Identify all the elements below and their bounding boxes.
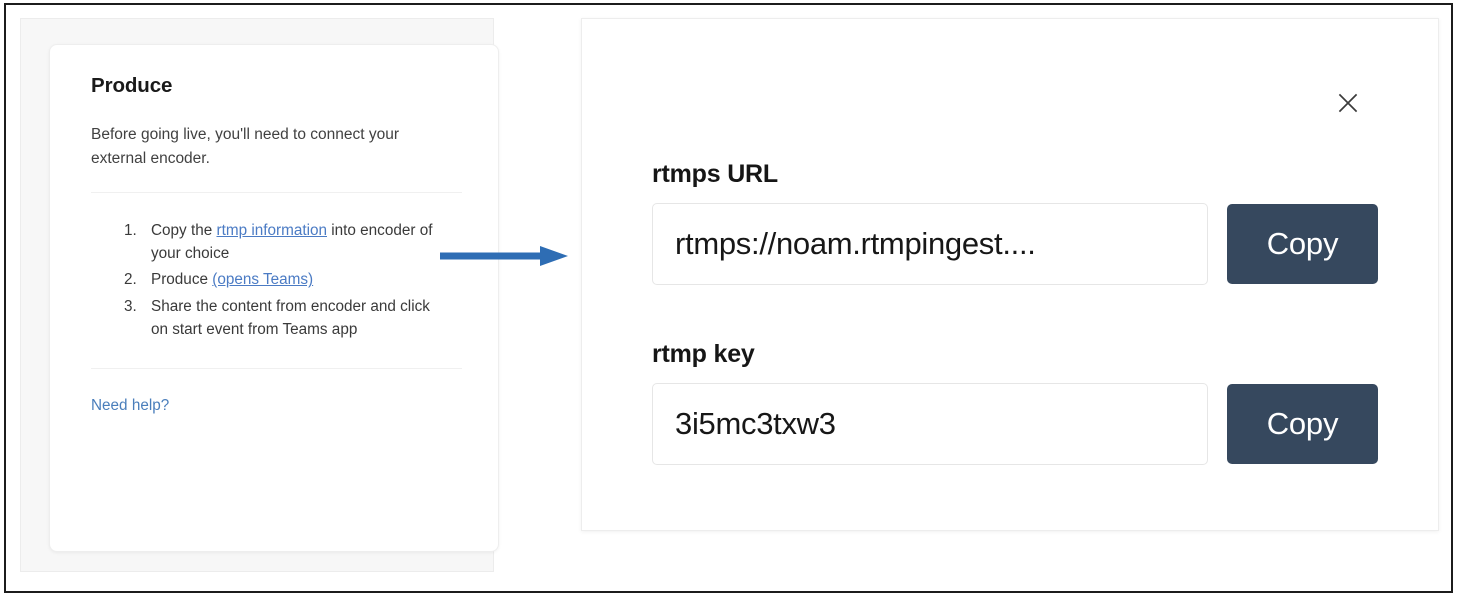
step-3-text: Share the content from encoder and click… — [151, 297, 430, 339]
need-help-link[interactable]: Need help? — [91, 396, 170, 414]
card-description: Before going live, you'll need to connec… — [91, 125, 399, 167]
copy-rtmps-url-button[interactable]: Copy — [1227, 204, 1378, 284]
step-1-suffix: into encoder of your choice — [151, 221, 433, 262]
rtmp-information-link[interactable]: rtmp information — [216, 221, 327, 239]
list-item: Share the content from encoder and click… — [91, 295, 451, 342]
steps-list: Copy the rtmp information into encoder o… — [91, 219, 460, 342]
produce-card-content: Produce Before going live, you'll need t… — [91, 74, 462, 415]
copy-rtmp-key-button[interactable]: Copy — [1227, 384, 1378, 464]
produce-card: Produce Before going live, you'll need t… — [49, 44, 499, 552]
rtmps-url-row: rtmps://noam.rtmpingest.... Copy — [652, 203, 1378, 285]
rtmp-key-label: rtmp key — [652, 340, 755, 368]
rtmp-key-input[interactable]: 3i5mc3txw3 — [652, 383, 1208, 465]
divider-bottom — [91, 367, 462, 369]
rtmp-key-field-group: rtmp key 3i5mc3txw3 Copy — [652, 339, 1378, 465]
list-item: Copy the rtmp information into encoder o… — [91, 219, 451, 266]
close-icon[interactable] — [1330, 85, 1366, 121]
page-title: Produce — [91, 74, 173, 97]
rtmp-key-row: 3i5mc3txw3 Copy — [652, 383, 1378, 465]
divider-top — [91, 191, 462, 193]
rtmp-settings-panel: rtmps URL rtmps://noam.rtmpingest.... Co… — [581, 18, 1439, 531]
arrow-pointing-right-icon — [440, 245, 568, 267]
page-frame: Produce Before going live, you'll need t… — [4, 3, 1453, 593]
rtmps-url-label: rtmps URL — [652, 160, 778, 188]
rtmps-url-input[interactable]: rtmps://noam.rtmpingest.... — [652, 203, 1208, 285]
list-item: Produce (opens Teams) — [91, 268, 451, 292]
step-1-prefix: Copy the — [151, 221, 217, 239]
left-panel-shell: Produce Before going live, you'll need t… — [20, 18, 499, 572]
rtmps-url-field-group: rtmps URL rtmps://noam.rtmpingest.... Co… — [652, 159, 1378, 285]
opens-teams-link[interactable]: (opens Teams) — [212, 271, 314, 289]
steps-container: Copy the rtmp information into encoder o… — [91, 193, 460, 368]
step-2-prefix: Produce — [151, 271, 213, 289]
